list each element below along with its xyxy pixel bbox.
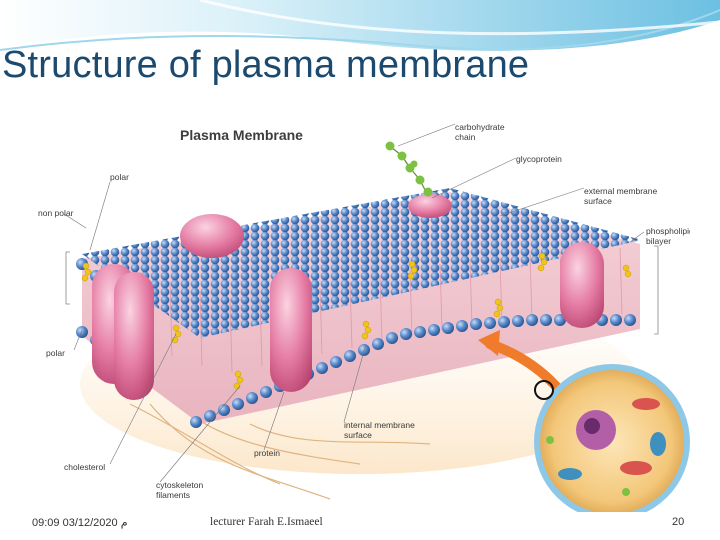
label-cytoskeleton-1: cytoskeleton	[156, 480, 204, 490]
label-non-polar: non polar	[38, 208, 74, 218]
slide-title: Structure of plasma membrane	[2, 44, 530, 86]
page-number: 20	[672, 516, 685, 528]
label-glycoprotein: glycoprotein	[516, 154, 562, 164]
plasma-membrane-diagram: Plasma Membrane carbohydrate chain glyco…	[38, 122, 690, 512]
plasma-membrane-figure: Plasma Membrane carbohydrate chain glyco…	[30, 104, 690, 512]
label-external-surface-2: surface	[584, 196, 612, 206]
label-carbohydrate-chain-2: chain	[455, 132, 476, 142]
label-external-surface-1: external membrane	[584, 186, 658, 196]
label-polar-bottom: polar	[46, 348, 65, 358]
header-swoosh	[0, 0, 720, 51]
label-phospholipid-bilayer-2: bilayer	[646, 236, 671, 246]
diagram-title: Plasma Membrane	[180, 127, 303, 143]
label-cytoskeleton-2: filaments	[156, 490, 190, 500]
label-phospholipid-bilayer-1: phospholipid	[646, 226, 690, 236]
label-internal-surface-1: internal membrane	[344, 420, 415, 430]
footer-lecturer: lecturer Farah E.Ismaeel	[210, 516, 323, 528]
label-internal-surface-2: surface	[344, 430, 372, 440]
integral-protein-left	[92, 264, 154, 400]
label-cholesterol: cholesterol	[64, 462, 105, 472]
label-carbohydrate-chain-1: carbohydrate	[455, 122, 505, 132]
label-protein: protein	[254, 448, 280, 458]
cell-inset	[534, 364, 690, 512]
footer-date: 09:09 03/12/2020 م	[32, 517, 128, 529]
label-polar-top: polar	[110, 172, 129, 182]
